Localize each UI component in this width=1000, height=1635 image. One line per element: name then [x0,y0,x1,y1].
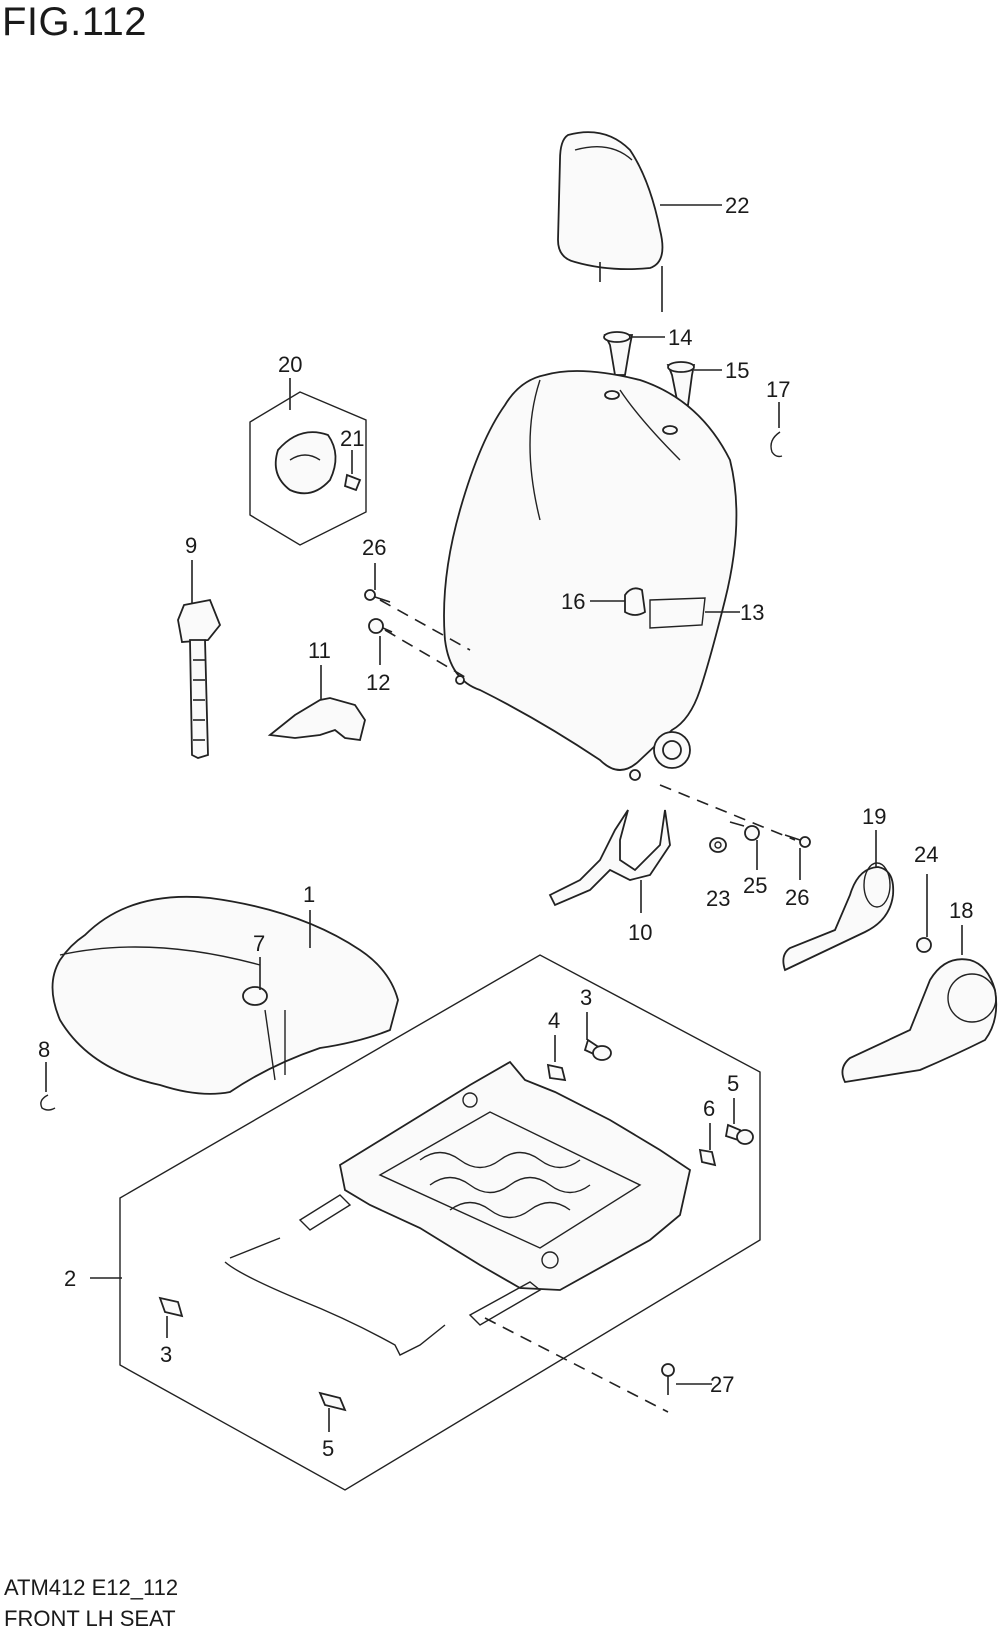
callout-4: 4 [548,1008,560,1033]
figure-title: FIG.112 [2,0,148,44]
callout-5-lower: 5 [322,1436,334,1461]
callout-19: 19 [862,804,886,829]
callout-21: 21 [340,426,364,451]
callout-26-upper: 26 [362,535,386,560]
callout-1: 1 [303,882,315,907]
callout-20: 20 [278,352,302,377]
callout-23: 23 [706,886,730,911]
clip-part-3-lower[interactable] [158,1296,184,1338]
callout-25: 25 [743,873,767,898]
seat-cushion-part-1[interactable] [51,895,399,1095]
headrest-part-22[interactable] [557,131,722,312]
clip-part-3-upper[interactable] [583,1012,612,1061]
callout-7: 7 [253,931,265,956]
callout-13: 13 [740,600,764,625]
recliner-cover-part-18[interactable] [841,925,998,1083]
clip-part-4[interactable] [546,1035,567,1082]
callout-14: 14 [668,325,692,350]
clip-part-5-upper[interactable] [724,1098,754,1145]
cable-tie-part-9[interactable] [177,560,222,759]
seat-frame-kit-box [119,954,761,1491]
bolt-part-25[interactable] [729,821,760,870]
figure-name: FRONT LH SEAT [4,1606,176,1631]
clip-part-8[interactable] [40,1062,56,1111]
callout-17: 17 [766,377,790,402]
rod-part[interactable] [224,1237,446,1356]
headrest-guide-part-14[interactable] [603,331,665,376]
callout-8: 8 [38,1037,50,1062]
kit-part-20[interactable] [249,378,367,546]
callout-24: 24 [914,842,938,867]
screw-part-24[interactable] [916,874,932,953]
seat-frame-part-2[interactable] [90,1060,692,1326]
seat-back-part-13[interactable] [443,370,740,781]
callout-10: 10 [628,920,652,945]
callout-15: 15 [725,358,749,383]
clip-part-6[interactable] [698,1123,717,1167]
callout-3-lower: 3 [160,1342,172,1367]
headrest-guide-part-15[interactable] [666,361,722,406]
clip-part-16[interactable] [590,587,646,616]
bracket-part-11[interactable] [267,665,366,741]
bolt-part-27[interactable] [661,1363,712,1395]
callout-27: 27 [710,1372,734,1397]
figure-code: ATM412 E12_112 [4,1575,179,1600]
callout-18: 18 [949,898,973,923]
callout-3-upper: 3 [580,985,592,1010]
screw-part-26-upper[interactable] [364,563,391,603]
callout-9: 9 [185,533,197,558]
callout-6: 6 [703,1096,715,1121]
callout-2: 2 [64,1266,76,1291]
callout-22: 22 [725,193,749,218]
callout-16: 16 [561,589,585,614]
bolt-part-12[interactable] [368,618,393,665]
lever-cover-part-19[interactable] [782,830,895,972]
callout-26-lower: 26 [785,885,809,910]
bracket-part-10[interactable] [548,809,671,913]
screw-part-26-lower[interactable] [784,834,811,880]
washer-part-23[interactable] [709,837,727,853]
callout-11: 11 [308,638,331,663]
clip-part-5-lower[interactable] [318,1391,347,1432]
callout-5-upper: 5 [727,1071,739,1096]
clip-part-17[interactable] [770,402,783,458]
callout-12: 12 [366,670,390,695]
clip-part-21[interactable] [343,450,362,492]
